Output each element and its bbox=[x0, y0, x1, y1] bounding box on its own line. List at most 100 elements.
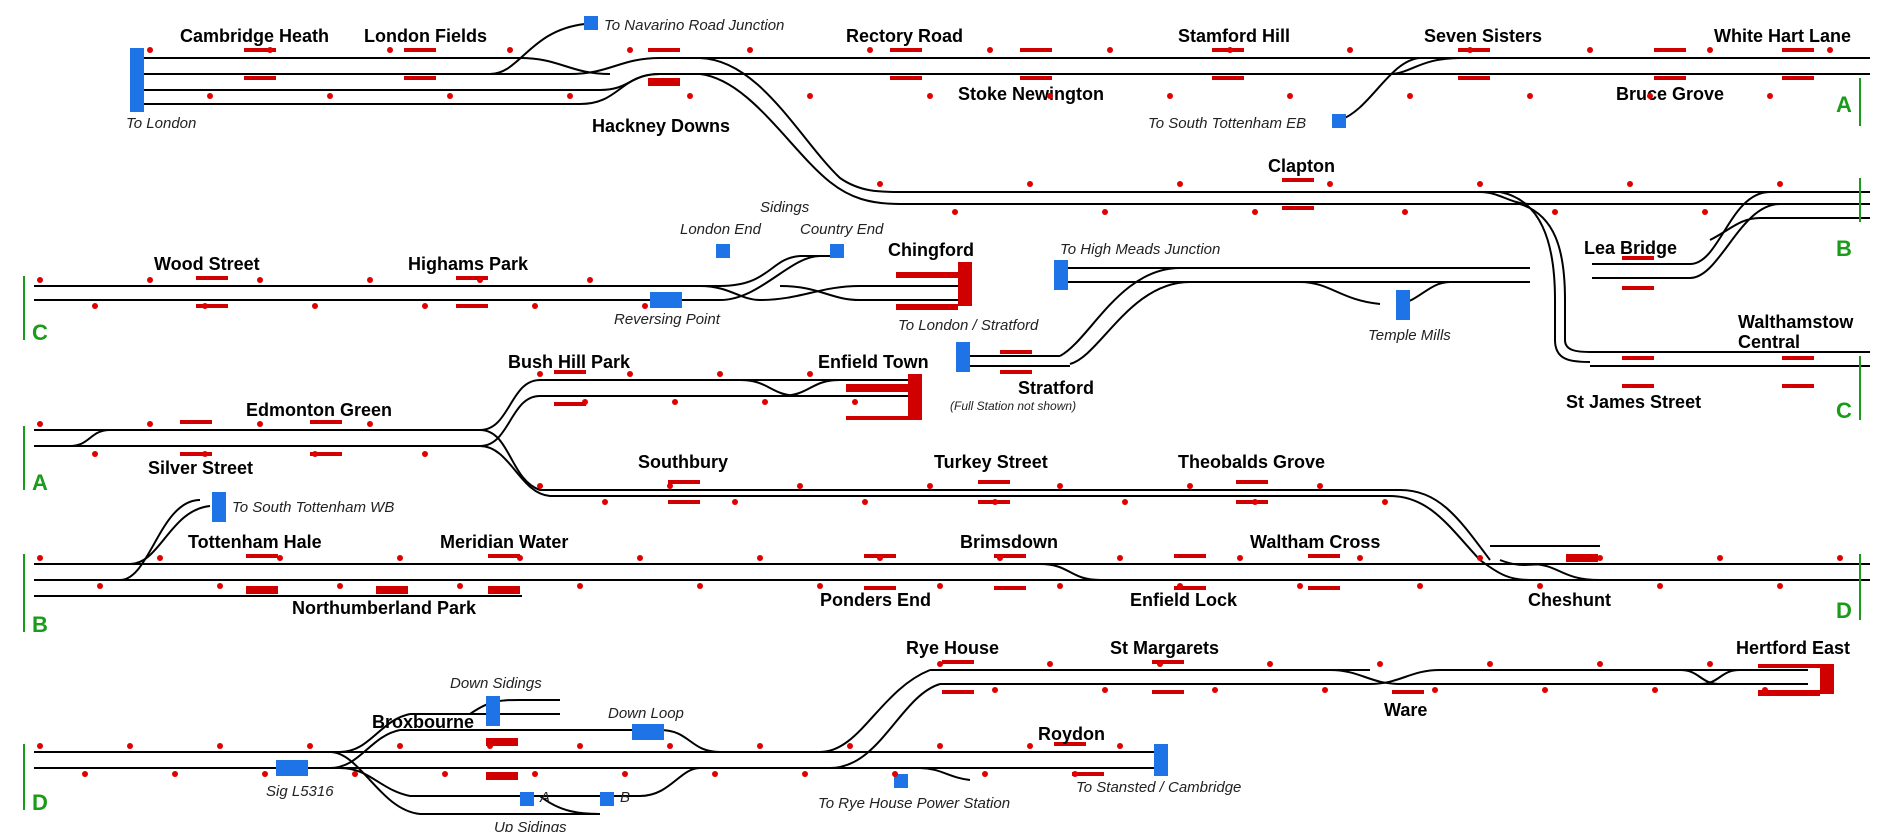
signal-light bbox=[157, 555, 163, 561]
signal-light bbox=[1597, 661, 1603, 667]
signal-light bbox=[582, 399, 588, 405]
stansted-cambridge-box bbox=[1154, 744, 1168, 776]
signal-light bbox=[367, 277, 373, 283]
signal-light bbox=[1047, 93, 1053, 99]
signal-light bbox=[1527, 93, 1533, 99]
label-reversing-point: Reversing Point bbox=[614, 311, 721, 328]
signal-light bbox=[397, 555, 403, 561]
station-enfield-town: Enfield Town bbox=[818, 352, 929, 372]
signal-light bbox=[1487, 661, 1493, 667]
signal-light bbox=[732, 499, 738, 505]
signal-light bbox=[1537, 583, 1543, 589]
signal-light bbox=[992, 499, 998, 505]
label-london-end: London End bbox=[680, 221, 762, 238]
signal-light bbox=[797, 483, 803, 489]
marker-d-left: D bbox=[32, 790, 48, 815]
label-sig-l5316: Sig L5316 bbox=[266, 783, 334, 800]
signal-light bbox=[642, 303, 648, 309]
signal-light bbox=[507, 47, 513, 53]
section-chingford-branch: Wood Street Highams Park Chingford Sidin… bbox=[23, 199, 974, 345]
signal-light bbox=[1762, 687, 1768, 693]
signal-light bbox=[537, 371, 543, 377]
label-down-sidings: Down Sidings bbox=[450, 675, 542, 692]
signal-light bbox=[387, 47, 393, 53]
down-sidings-box bbox=[486, 696, 500, 726]
signal-light bbox=[927, 93, 933, 99]
signal-light bbox=[1707, 661, 1713, 667]
signal-light bbox=[1252, 499, 1258, 505]
signal-light bbox=[1597, 555, 1603, 561]
signal-light bbox=[937, 743, 943, 749]
rye-house-power-box bbox=[894, 774, 908, 788]
signal-light bbox=[337, 583, 343, 589]
station-theobalds-grove: Theobalds Grove bbox=[1178, 452, 1325, 472]
station-st-margarets: St Margarets bbox=[1110, 638, 1219, 658]
signal-light bbox=[202, 451, 208, 457]
signal-light bbox=[97, 583, 103, 589]
signal-light bbox=[487, 743, 493, 749]
signal-light bbox=[537, 483, 543, 489]
signal-light bbox=[1072, 771, 1078, 777]
station-hackney-downs: Hackney Downs bbox=[592, 116, 730, 136]
station-waltham-cross: Waltham Cross bbox=[1250, 532, 1380, 552]
signal-light bbox=[1707, 47, 1713, 53]
label-siding-b: B bbox=[620, 789, 630, 806]
signal-light bbox=[1047, 661, 1053, 667]
marker-a-left: A bbox=[32, 470, 48, 495]
station-hertford-east: Hertford East bbox=[1736, 638, 1850, 658]
marker-b-top: B bbox=[1836, 236, 1852, 261]
signal-light bbox=[422, 303, 428, 309]
signal-light bbox=[257, 277, 263, 283]
signal-light bbox=[327, 93, 333, 99]
south-tottenham-eb-connection bbox=[1332, 114, 1346, 128]
signal-light bbox=[457, 583, 463, 589]
signal-light bbox=[82, 771, 88, 777]
signal-light bbox=[847, 743, 853, 749]
signal-light bbox=[997, 555, 1003, 561]
signal-light bbox=[1657, 583, 1663, 589]
signal-light bbox=[147, 47, 153, 53]
chingford-buffer bbox=[958, 262, 972, 306]
signal-light bbox=[807, 371, 813, 377]
station-ponders-end: Ponders End bbox=[820, 590, 931, 610]
signal-light bbox=[37, 743, 43, 749]
signal-light bbox=[1827, 47, 1833, 53]
label-country-end: Country End bbox=[800, 221, 884, 238]
stratford-box bbox=[956, 342, 970, 372]
signal-light bbox=[37, 555, 43, 561]
signal-light bbox=[1627, 181, 1633, 187]
label-down-loop: Down Loop bbox=[608, 705, 684, 722]
label-to-south-tottenham-eb: To South Tottenham EB bbox=[1148, 115, 1306, 132]
station-bush-hill-park: Bush Hill Park bbox=[508, 352, 631, 372]
station-st-james-street: St James Street bbox=[1566, 392, 1701, 412]
signal-light bbox=[602, 499, 608, 505]
signal-light bbox=[257, 421, 263, 427]
signal-light bbox=[757, 743, 763, 749]
label-to-stansted-cambridge: To Stansted / Cambridge bbox=[1076, 779, 1241, 796]
signal-light bbox=[172, 771, 178, 777]
marker-c-left: C bbox=[32, 320, 48, 345]
label-to-south-tottenham-wb: To South Tottenham WB bbox=[232, 499, 394, 516]
section-london-enfield-chingford: Cambridge Heath London Fields Rectory Ro… bbox=[126, 16, 1870, 423]
signal-light bbox=[1357, 555, 1363, 561]
signal-light bbox=[757, 555, 763, 561]
signal-light bbox=[92, 303, 98, 309]
signal-light bbox=[1702, 209, 1708, 215]
station-stoke-newington: Stoke Newington bbox=[958, 84, 1104, 104]
signal-light bbox=[1267, 661, 1273, 667]
signal-light bbox=[267, 47, 273, 53]
up-siding-a-box bbox=[520, 792, 534, 806]
signal-light bbox=[1377, 661, 1383, 667]
signal-light bbox=[1252, 209, 1258, 215]
signal-light bbox=[1212, 687, 1218, 693]
signal-light bbox=[1837, 555, 1843, 561]
section-broxbourne-hertford: Rye House St Margarets Ware Hertford Eas… bbox=[23, 638, 1850, 832]
signal-light bbox=[992, 687, 998, 693]
signal-light bbox=[817, 583, 823, 589]
signal-light bbox=[892, 771, 898, 777]
label-to-navarino: To Navarino Road Junction bbox=[604, 17, 784, 34]
signal-light bbox=[1107, 47, 1113, 53]
station-tottenham-hale: Tottenham Hale bbox=[188, 532, 322, 552]
signal-light bbox=[577, 743, 583, 749]
